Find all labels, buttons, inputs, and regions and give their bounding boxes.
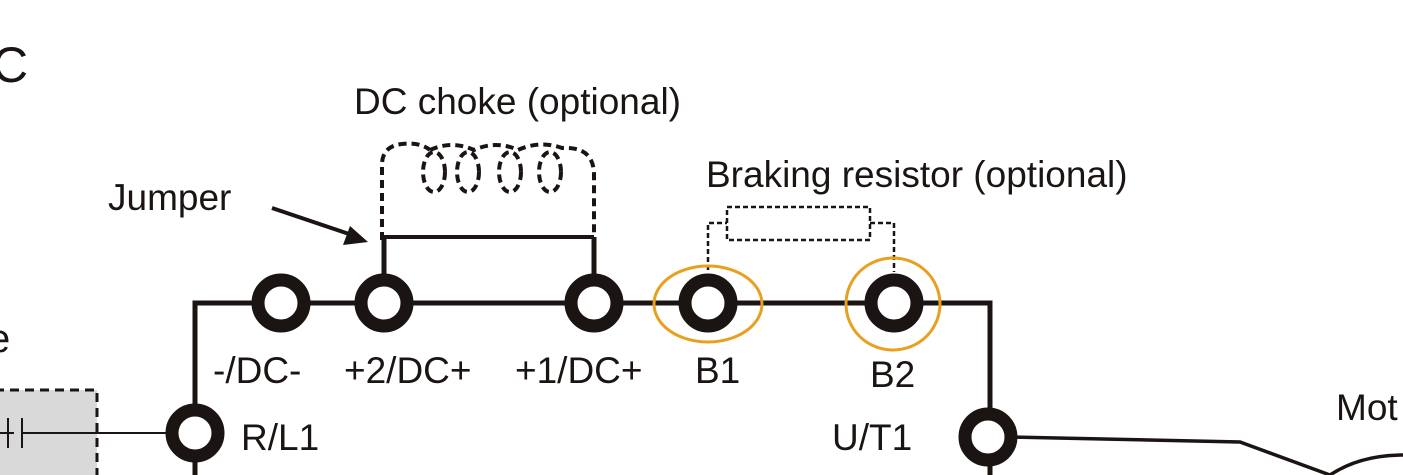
- terminal-label-b2: B2: [870, 354, 915, 395]
- jumper-label: Jumper: [108, 177, 231, 218]
- highlight-b1: [652, 264, 764, 344]
- terminal-label-plus1-dc: +1/DC+: [515, 350, 643, 391]
- braking-resistor-label: Braking resistor (optional): [706, 154, 1128, 195]
- terminal-label-u-t1: U/T1: [832, 417, 912, 458]
- terminal-label-r-l1: R/L1: [241, 417, 319, 458]
- partial-label-mid: e: [0, 317, 10, 361]
- terminal-u-t1[interactable]: [958, 407, 1018, 467]
- output-wire: [1010, 435, 1331, 475]
- jumper-arrow-head: [343, 226, 368, 245]
- dc-choke-symbol: [380, 141, 596, 240]
- partial-label-top: C: [0, 37, 28, 93]
- terminal-label-plus2-dc: +2/DC+: [344, 350, 472, 391]
- jumper-arrow-line: [271, 206, 356, 238]
- terminal-r-l1[interactable]: [165, 403, 225, 463]
- terminal-b2[interactable]: [864, 273, 924, 333]
- dc-choke-label: DC choke (optional): [354, 81, 681, 122]
- terminal-plus2-dc[interactable]: [354, 273, 414, 333]
- terminal-b1[interactable]: [678, 273, 738, 333]
- highlight-b2: [844, 256, 942, 352]
- braking-resistor-symbol: [706, 205, 896, 272]
- terminal-neg-dc[interactable]: [251, 273, 311, 333]
- motor-outline: [1329, 453, 1403, 475]
- motor-label: Mot: [1336, 387, 1398, 428]
- terminal-label-neg-dc: -/DC-: [213, 350, 301, 391]
- terminal-plus1-dc[interactable]: [564, 273, 624, 333]
- terminal-label-b1: B1: [695, 350, 740, 391]
